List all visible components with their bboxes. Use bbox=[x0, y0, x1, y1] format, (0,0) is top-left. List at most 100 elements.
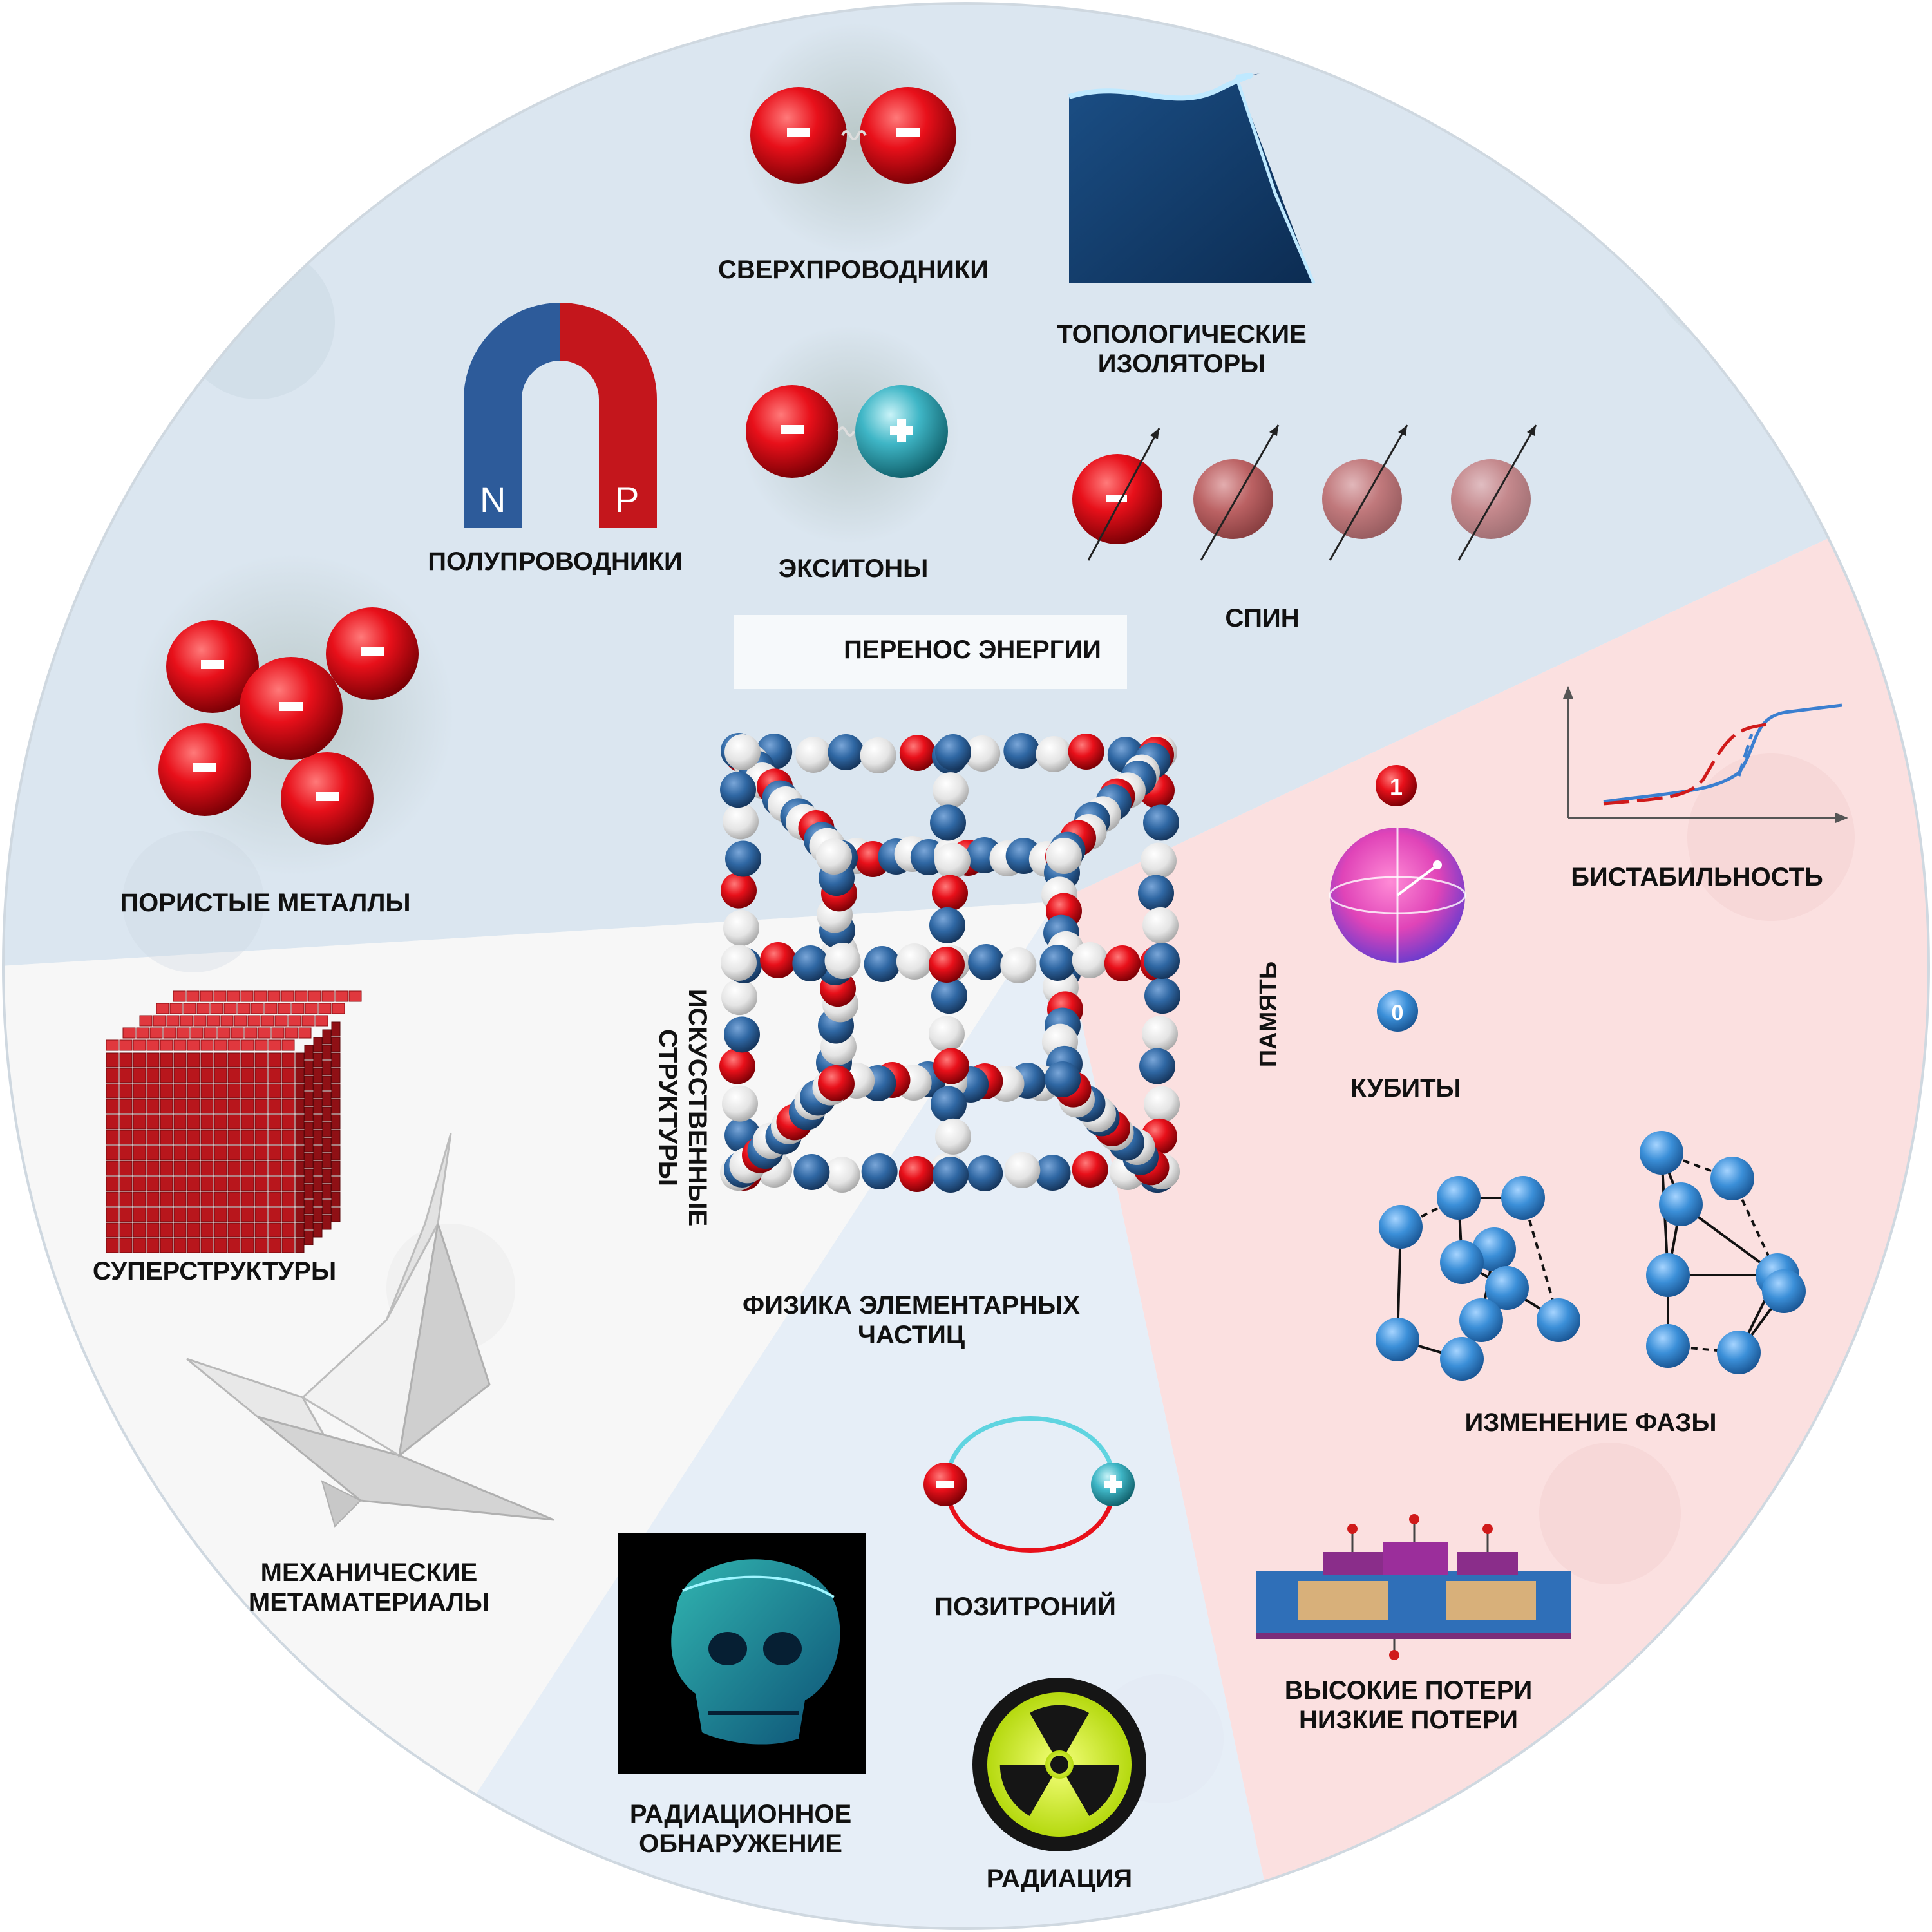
mof-atom bbox=[724, 1016, 760, 1053]
brick-cell bbox=[304, 1199, 314, 1215]
brick-cell bbox=[281, 1191, 295, 1207]
transistor-illustration bbox=[1256, 1514, 1571, 1660]
brick-cell bbox=[288, 1015, 301, 1027]
brick-cell bbox=[241, 1145, 254, 1160]
brick-cell bbox=[106, 1191, 119, 1207]
brick-cell bbox=[106, 1099, 119, 1114]
brick-cell bbox=[133, 1130, 146, 1145]
brick-cell bbox=[241, 1114, 254, 1130]
brick-cell bbox=[295, 1207, 305, 1222]
brick-cell bbox=[241, 1130, 254, 1145]
mof-atom bbox=[828, 734, 864, 770]
brick-cell bbox=[254, 1052, 268, 1068]
brick-cell bbox=[106, 1145, 119, 1160]
brick-cell bbox=[200, 1145, 214, 1160]
label-losses-low: НИЗКИЕ ПОТЕРИ bbox=[1299, 1706, 1518, 1734]
brick-cell bbox=[106, 1068, 119, 1083]
brick-cell bbox=[106, 1083, 119, 1099]
brick-cell bbox=[200, 990, 213, 1002]
mof-atom bbox=[1068, 734, 1104, 770]
brick-cell bbox=[304, 1075, 314, 1091]
mof-atom bbox=[933, 772, 969, 809]
mof-atom bbox=[721, 945, 757, 981]
brick-cell bbox=[322, 1215, 332, 1230]
qubit-one-label: 1 bbox=[1390, 773, 1403, 800]
brick-cell bbox=[160, 1130, 173, 1145]
mof-atom bbox=[1072, 942, 1108, 978]
brick-cell bbox=[294, 990, 308, 1002]
brick-cell bbox=[254, 1068, 268, 1083]
phase-atom bbox=[1459, 1298, 1503, 1342]
brick-cell bbox=[160, 1099, 173, 1114]
phase-atom bbox=[1537, 1298, 1580, 1342]
brick-cell bbox=[254, 1176, 268, 1191]
topological-insulator-illustration bbox=[1068, 73, 1316, 284]
brick-cell bbox=[268, 1160, 281, 1176]
mof-atom bbox=[724, 734, 761, 770]
phase-atom bbox=[1659, 1182, 1703, 1226]
spin-particle bbox=[1451, 459, 1531, 539]
brick-cell bbox=[119, 1160, 133, 1176]
brick-cell bbox=[313, 1114, 323, 1130]
brick-cell bbox=[119, 1052, 133, 1068]
brick-cell bbox=[241, 1052, 254, 1068]
spin-illustration bbox=[1072, 424, 1537, 561]
brick-cell bbox=[281, 1099, 295, 1114]
brick-cell bbox=[180, 1015, 193, 1027]
brick-cell bbox=[187, 1176, 200, 1191]
brick-cell bbox=[119, 1039, 133, 1051]
brick-cell bbox=[318, 1003, 332, 1014]
brick-cell bbox=[133, 1114, 146, 1130]
mof-atom bbox=[824, 943, 861, 979]
brick-cell bbox=[149, 1027, 163, 1039]
brick-cell bbox=[268, 1145, 281, 1160]
porous-metals-illustration bbox=[132, 554, 454, 876]
mof-atom bbox=[721, 979, 757, 1016]
brick-cell bbox=[322, 1168, 332, 1184]
bistability-graph bbox=[1563, 686, 1848, 823]
brick-cell bbox=[295, 1068, 305, 1083]
mof-atom bbox=[896, 943, 933, 980]
mof-atom bbox=[793, 1154, 830, 1190]
brick-cell bbox=[133, 1191, 146, 1207]
semiconductor-magnet-illustration: N P bbox=[464, 303, 657, 528]
brick-cell bbox=[348, 990, 362, 1002]
brick-cell bbox=[281, 1222, 295, 1238]
brick-cell bbox=[122, 1027, 136, 1039]
brick-cell bbox=[146, 1068, 160, 1083]
brick-cell bbox=[254, 1039, 268, 1051]
brick-cell bbox=[119, 1114, 133, 1130]
label-excitons: ЭКСИТОНЫ bbox=[779, 554, 929, 583]
mof-atom bbox=[1104, 945, 1141, 981]
mof-atom bbox=[967, 1155, 1003, 1191]
brick-cell bbox=[200, 1191, 214, 1207]
brick-cell bbox=[254, 990, 267, 1002]
brick-cell bbox=[210, 1003, 223, 1014]
brick-cell bbox=[241, 1039, 254, 1051]
brick-cell bbox=[251, 1003, 264, 1014]
brick-cell bbox=[133, 1099, 146, 1114]
brick-cell bbox=[281, 1176, 295, 1191]
brick-cell bbox=[268, 1039, 281, 1051]
label-losses-high: ВЫСОКИЕ ПОТЕРИ bbox=[1285, 1676, 1532, 1705]
mof-atom bbox=[1138, 875, 1174, 911]
mof-atom bbox=[1046, 838, 1082, 874]
mof-atom bbox=[930, 804, 966, 841]
brick-cell bbox=[268, 1222, 281, 1238]
origami-crane-illustration bbox=[186, 1133, 554, 1528]
brick-cell bbox=[313, 1068, 323, 1083]
brick-cell bbox=[322, 1184, 332, 1199]
brick-cell bbox=[304, 1122, 314, 1137]
magnet-p-letter: P bbox=[615, 479, 639, 520]
label-radiation-detection-1: РАДИАЦИОННОЕ bbox=[630, 1800, 851, 1828]
mof-atom bbox=[1143, 804, 1179, 841]
brick-cell bbox=[133, 1068, 146, 1083]
brick-cell bbox=[304, 1091, 314, 1106]
mof-atom bbox=[864, 946, 900, 982]
brick-cell bbox=[241, 1191, 254, 1207]
brick-cell bbox=[146, 1191, 160, 1207]
brick-cell bbox=[106, 1052, 119, 1068]
brick-cell bbox=[187, 1160, 200, 1176]
mof-atom bbox=[934, 842, 971, 879]
brick-cell bbox=[278, 1003, 291, 1014]
